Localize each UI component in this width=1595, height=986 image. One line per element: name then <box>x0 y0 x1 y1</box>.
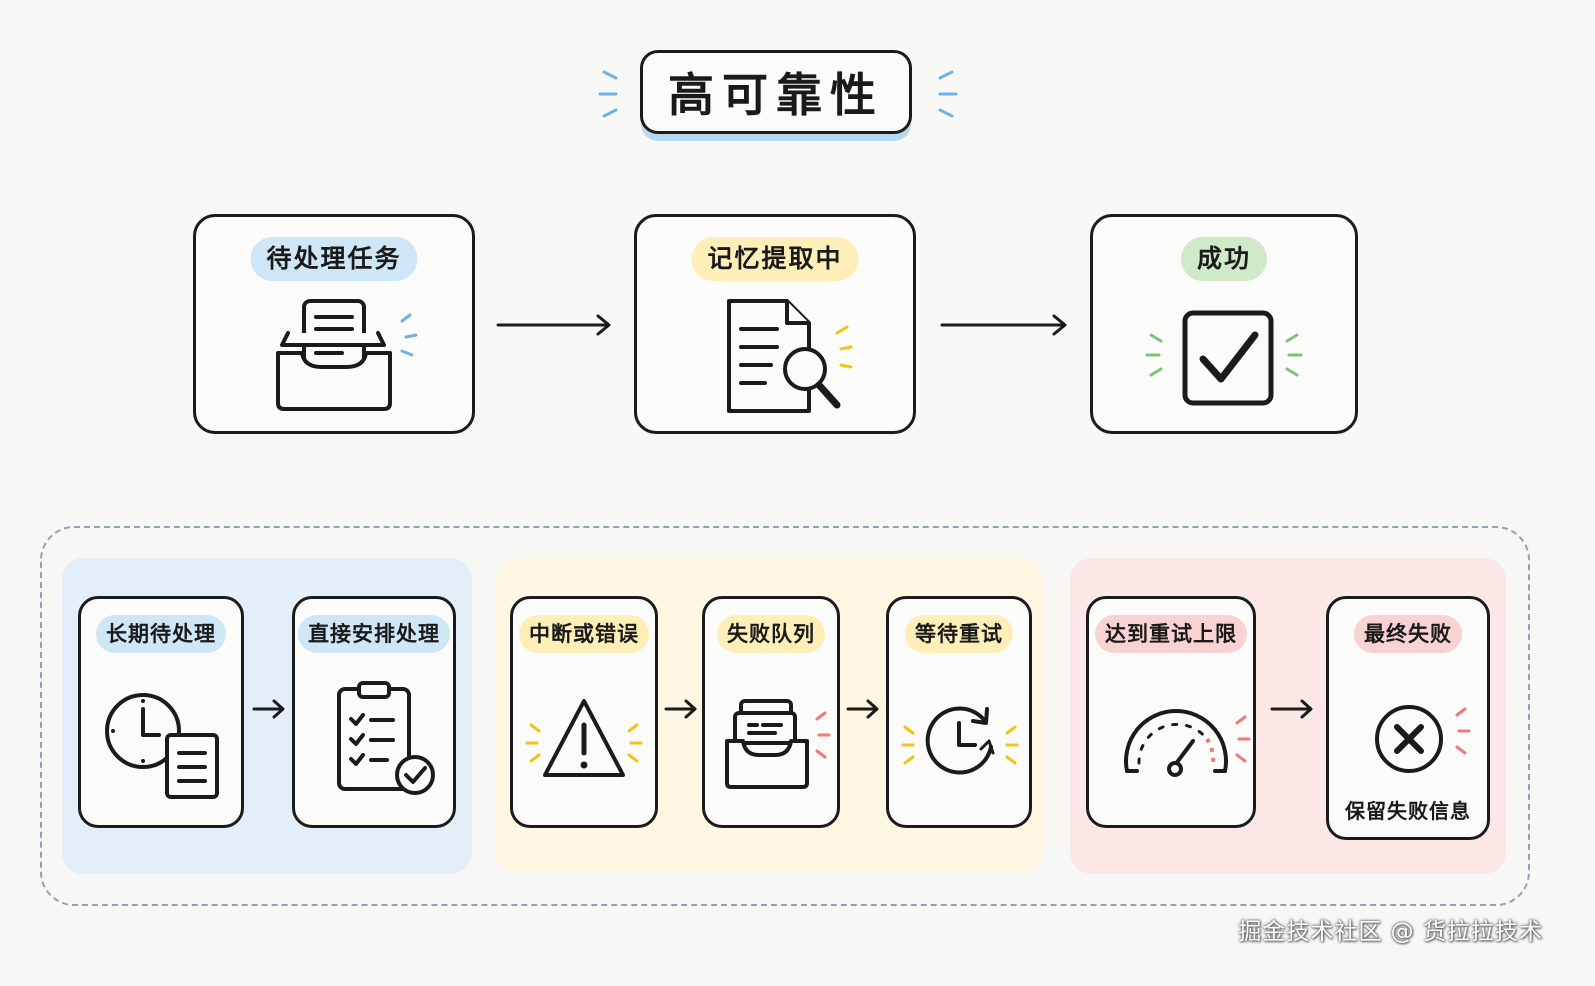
step-long-pending: 长期待处理 <box>78 596 244 828</box>
step-label: 最终失败 <box>1354 615 1462 653</box>
flow-label: 记忆提取中 <box>691 237 859 281</box>
step-label: 直接安排处理 <box>298 615 450 653</box>
retry-clock-icon <box>901 706 1019 775</box>
step-label: 长期待处理 <box>96 615 226 653</box>
checkbox-checked-icon <box>1145 310 1303 406</box>
failure-x-icon <box>1375 705 1471 773</box>
step-retry-limit: 达到重试上限 <box>1086 596 1256 828</box>
flow-arrow <box>496 312 614 342</box>
step-schedule-directly: 直接安排处理 <box>292 596 456 828</box>
title-sparkle-left <box>596 66 628 122</box>
step-label: 达到重试上限 <box>1095 615 1247 653</box>
clipboard-checklist-icon <box>337 681 435 795</box>
step-failure-queue: 失败队列 <box>702 596 840 828</box>
flow-card-extracting: 记忆提取中 <box>634 214 916 434</box>
step-final-failure: 最终失败 保留失败信息 <box>1326 596 1490 840</box>
flow-card-success: 成功 <box>1090 214 1358 434</box>
step-interrupt-error: 中断或错误 <box>510 596 658 828</box>
step-wait-retry: 等待重试 <box>886 596 1032 828</box>
gauge-max-icon <box>1124 709 1251 777</box>
watermark: 掘金技术社区 @ 货拉拉技术 <box>1238 919 1543 945</box>
clock-document-icon <box>105 693 219 799</box>
flow-label: 待处理任务 <box>250 237 418 281</box>
step-arrow <box>664 698 698 724</box>
step-label: 中断或错误 <box>519 615 649 653</box>
flow-label: 成功 <box>1180 237 1268 281</box>
step-arrow <box>846 698 880 724</box>
step-label: 等待重试 <box>905 615 1013 653</box>
step-arrow <box>1270 698 1314 724</box>
document-search-icon <box>727 299 853 413</box>
flow-card-pending: 待处理任务 <box>193 214 475 434</box>
inbox-tray-icon <box>276 299 418 411</box>
step-arrow <box>252 698 286 724</box>
flow-arrow <box>940 312 1070 342</box>
queue-tray-icon <box>725 699 831 789</box>
failure-caption: 保留失败信息 <box>1345 799 1471 823</box>
page-title: 高可靠性 <box>640 50 912 134</box>
failure-handling-container <box>40 526 1530 906</box>
step-label: 失败队列 <box>717 615 825 653</box>
title-sparkle-right <box>928 66 960 122</box>
warning-triangle-icon <box>525 699 643 777</box>
